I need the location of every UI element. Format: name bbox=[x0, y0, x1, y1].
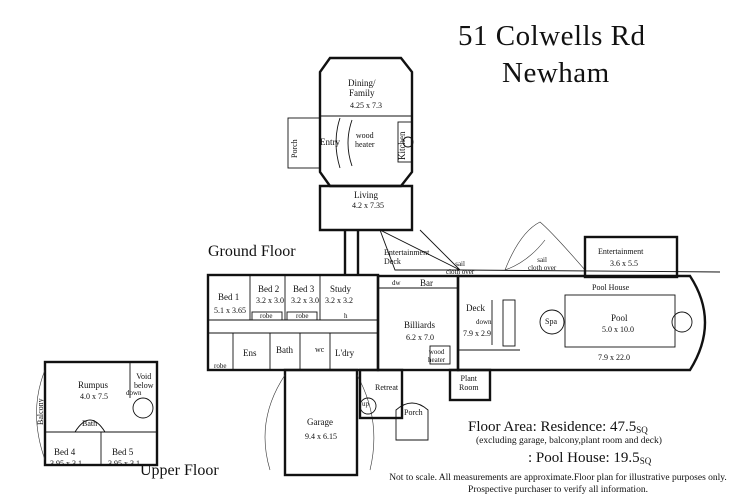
balcony-label: Balcony bbox=[36, 398, 45, 425]
pool-house-walls bbox=[456, 274, 707, 372]
wood-heater-label: wood heater bbox=[355, 131, 375, 150]
study-shelf-label: h bbox=[344, 312, 348, 320]
dining-label: Dining/ Family bbox=[348, 78, 376, 99]
ensuite-label: Ens bbox=[243, 348, 257, 358]
dining-size: 4.25 x 7.3 bbox=[350, 101, 382, 110]
bed2-label: Bed 2 bbox=[258, 284, 280, 294]
robe-label-1: robe bbox=[260, 312, 273, 320]
plant-room-label: Plant Room bbox=[459, 374, 479, 393]
disclaimer: Not to scale. All measurements are appro… bbox=[372, 472, 744, 497]
entertainment-walls bbox=[583, 235, 679, 279]
sail-label-2: sail cloth over bbox=[528, 256, 557, 273]
plant-room-walls bbox=[448, 368, 492, 402]
address-line-2: Newham bbox=[502, 57, 610, 89]
rumpus-label: Rumpus bbox=[78, 380, 109, 390]
bed5-label: Bed 5 bbox=[112, 447, 134, 457]
pool-basin bbox=[564, 294, 676, 348]
porch-top-label: Porch bbox=[290, 139, 299, 158]
living-label: Living bbox=[354, 190, 378, 200]
bed3-label: Bed 3 bbox=[293, 284, 315, 294]
ground-floor-title: Ground Floor bbox=[208, 243, 296, 260]
residence-area: Floor Area: Residence: 47.5SQ bbox=[468, 419, 648, 435]
pool-house-label: Pool House bbox=[592, 283, 630, 292]
entertainment-deck-label: Entertainment Deck bbox=[384, 248, 430, 267]
living-walls bbox=[318, 184, 414, 232]
sail-label-1: sail cloth over bbox=[446, 260, 475, 277]
study-size: 3.2 x 3.2 bbox=[325, 296, 353, 305]
entry-label: Entry bbox=[320, 137, 340, 147]
disclaimer-line-1: Not to scale. All measurements are appro… bbox=[389, 473, 727, 483]
living-size: 4.2 x 7.35 bbox=[352, 201, 384, 210]
void-below-label: Void below bbox=[134, 372, 154, 391]
pool-size: 5.0 x 10.0 bbox=[602, 325, 634, 334]
pool-house-size: 7.9 x 22.0 bbox=[598, 353, 630, 362]
bed4-size: 3.95 x 3.1 bbox=[50, 459, 82, 468]
upper-bath-label: Bath bbox=[82, 419, 98, 428]
study-label: Study bbox=[330, 284, 352, 294]
bed1-label: Bed 1 bbox=[218, 292, 240, 302]
entertainment-label: Entertainment bbox=[598, 247, 644, 256]
spa-label: Spa bbox=[545, 317, 557, 326]
entertainment-size: 3.6 x 5.5 bbox=[610, 259, 638, 268]
deck-size: 7.9 x 2.9 bbox=[463, 329, 491, 338]
robe-label-3: robe bbox=[214, 362, 227, 370]
deck-label: Deck bbox=[466, 303, 485, 313]
bath-label: Bath bbox=[276, 345, 293, 355]
wc-label: wc bbox=[315, 345, 325, 354]
deck-down-label: down bbox=[476, 318, 492, 326]
upper-floor-title: Upper Floor bbox=[140, 462, 219, 479]
stairs-up-label: up bbox=[362, 400, 369, 408]
bed3-size: 3.2 x 3.0 bbox=[291, 296, 319, 305]
rumpus-size: 4.0 x 7.5 bbox=[80, 392, 108, 401]
garage-label: Garage bbox=[307, 417, 333, 427]
robe-label-2: robe bbox=[296, 312, 309, 320]
bed1-size: 5.1 x 3.65 bbox=[214, 306, 246, 315]
retreat-label: Retreat bbox=[375, 383, 399, 392]
retreat-walls bbox=[358, 368, 404, 420]
billiards-size: 6.2 x 7.0 bbox=[406, 333, 434, 342]
residence-area-note: (excluding garage, balcony,plant room an… bbox=[476, 436, 662, 446]
bed2-size: 3.2 x 3.0 bbox=[256, 296, 284, 305]
porch-low-label: Porch bbox=[404, 408, 423, 417]
garage-walls bbox=[283, 368, 359, 477]
bed4-label: Bed 4 bbox=[54, 447, 76, 457]
billiards-heater-label: wood heater bbox=[428, 348, 446, 365]
bar-label: Bar bbox=[420, 278, 433, 288]
laundry-label: L'dry bbox=[335, 348, 355, 358]
upper-stairs-down-label: down bbox=[126, 389, 142, 397]
dishwasher-label: dw bbox=[392, 279, 401, 287]
pool-house-area: : Pool House: 19.5SQ bbox=[528, 450, 652, 466]
bed5-size: 3.95 x 3.1 bbox=[108, 459, 140, 468]
garage-size: 9.4 x 6.15 bbox=[305, 432, 337, 441]
address-line-1: 51 Colwells Rd bbox=[458, 20, 646, 52]
disclaimer-line-2: Prospective purchaser to verify all info… bbox=[468, 485, 648, 496]
billiards-label: Billiards bbox=[404, 320, 435, 330]
kitchen-label: Kitchen bbox=[397, 131, 407, 161]
pool-label: Pool bbox=[611, 313, 628, 323]
